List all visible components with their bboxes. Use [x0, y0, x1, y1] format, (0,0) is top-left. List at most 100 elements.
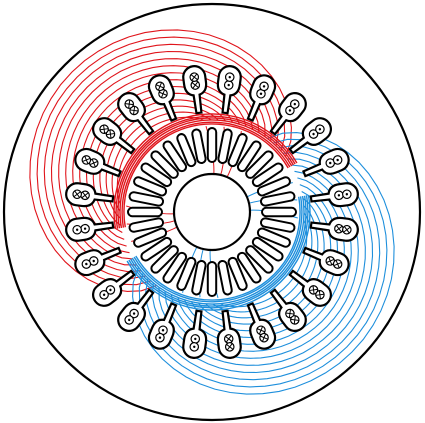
flux-line: [138, 138, 388, 388]
dot-mark-icon: [75, 228, 79, 231]
stator-slots: [65, 65, 359, 359]
dot-mark-icon: [92, 259, 95, 263]
rotor-band-arc: [131, 195, 305, 305]
stator-slot: [65, 182, 115, 208]
cross-mark-icon: [89, 161, 98, 165]
rotor-slot: [140, 236, 173, 262]
cross-mark-icon: [309, 288, 318, 291]
rotor-band-arc: [133, 196, 303, 303]
dot-mark-icon: [336, 158, 339, 162]
stator-slot: [182, 309, 208, 359]
rotor-slot: [227, 133, 248, 168]
flux-line: [111, 111, 212, 212]
stator-slot: [92, 269, 136, 307]
dot-mark-icon: [228, 75, 231, 79]
stator-slot: [309, 216, 359, 242]
dot-mark-icon: [227, 83, 230, 87]
cross-mark-icon: [125, 103, 134, 106]
flux-line: [205, 205, 319, 319]
dot-mark-icon: [132, 312, 136, 315]
stator-slot: [216, 65, 242, 115]
rotor-slot: [227, 256, 248, 291]
cross-mark-icon: [81, 192, 89, 199]
rotor-slot: [206, 127, 218, 163]
stator-slot: [182, 65, 208, 115]
rotor-slot: [256, 227, 291, 248]
rotor-band-arc: [135, 196, 301, 301]
stator-slot: [269, 288, 307, 332]
rotor-band-arc: [117, 117, 295, 229]
flux-line: [132, 132, 395, 395]
rotor-band-arc: [123, 123, 289, 228]
rotor-slot: [191, 259, 207, 296]
flux-line: [177, 177, 345, 345]
dot-mark-icon: [128, 318, 131, 322]
rotor-slot: [259, 191, 296, 207]
rotor-band-arc: [129, 195, 307, 307]
cross-mark-icon: [106, 133, 115, 136]
flux-line: [36, 36, 286, 286]
stator-slot: [302, 246, 350, 277]
rotor-slot: [217, 259, 233, 296]
cross-mark-icon: [326, 259, 335, 263]
cross-mark-icon: [190, 74, 198, 80]
flux-line: [105, 105, 219, 219]
rotor-slot: [150, 150, 179, 179]
dot-mark-icon: [337, 194, 341, 197]
dot-mark-icon: [83, 227, 87, 230]
dot-mark-icon: [109, 288, 112, 292]
rotor-band-arc: [126, 194, 311, 311]
shaft-circle: [172, 172, 252, 252]
rotor-slot: [128, 191, 165, 207]
rotor-slot: [150, 245, 179, 274]
flux-line: [145, 145, 381, 381]
cross-mark-icon: [315, 293, 324, 296]
dot-mark-icon: [318, 128, 322, 131]
flux-line: [79, 79, 247, 247]
stator-slot: [74, 246, 122, 277]
stator-slot: [147, 302, 178, 350]
dot-mark-icon: [262, 85, 266, 88]
cross-mark-icon: [191, 82, 199, 88]
dot-mark-icon: [85, 262, 88, 266]
rotor-slot: [162, 140, 188, 173]
cross-mark-icon: [159, 91, 167, 96]
dot-mark-icon: [158, 336, 162, 339]
dot-mark-icon: [194, 337, 197, 341]
dot-mark-icon: [345, 193, 349, 196]
rotor-flux-band: [113, 113, 311, 311]
cross-mark-icon: [226, 344, 234, 350]
rotor-slot: [133, 227, 168, 248]
stator-slot: [65, 216, 115, 242]
rotor-slot: [176, 133, 197, 168]
rotor-slot: [245, 245, 274, 274]
flux-line: [212, 212, 313, 313]
rotor-slot: [176, 256, 197, 291]
rotor-slot: [191, 128, 207, 165]
rotor-slot: [261, 206, 297, 218]
cross-mark-icon: [257, 328, 265, 333]
stator-slot: [246, 74, 277, 122]
stator-slot: [117, 92, 155, 136]
rotor-band-arc: [119, 119, 293, 229]
cross-mark-icon: [260, 335, 268, 340]
dot-mark-icon: [293, 102, 296, 106]
cross-mark-icon: [335, 225, 343, 232]
rotor-slot: [128, 217, 165, 233]
rotor-slot: [217, 128, 233, 165]
cross-mark-icon: [82, 157, 91, 162]
flux-line: [116, 116, 205, 205]
rotor-slot: [162, 251, 188, 284]
stator-slot: [147, 74, 178, 122]
stator-slot: [269, 92, 307, 136]
cross-mark-icon: [130, 109, 139, 112]
cross-mark-icon: [73, 191, 81, 198]
rotor-slot: [256, 176, 291, 197]
stator-slot: [288, 117, 332, 155]
stator-slot: [117, 288, 155, 332]
dot-mark-icon: [288, 109, 292, 112]
cross-mark-icon: [225, 336, 233, 342]
